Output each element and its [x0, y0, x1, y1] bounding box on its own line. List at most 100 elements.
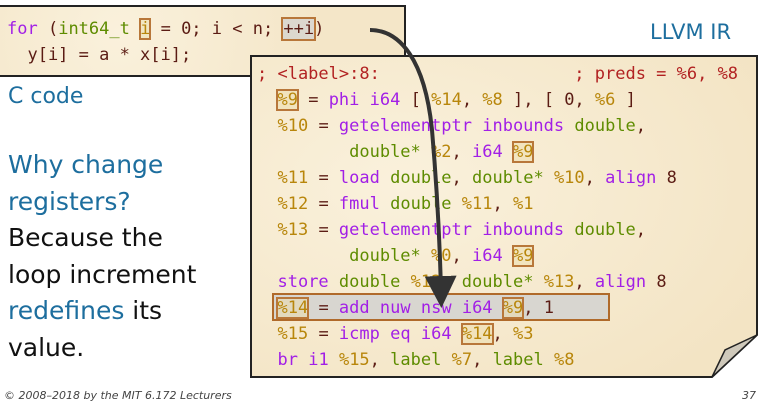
code-token: ): [314, 19, 325, 39]
code-line: %14 = add nuw nsw i64 %9, 1: [257, 295, 738, 321]
code-token: [452, 298, 462, 318]
code-token: double: [338, 272, 401, 292]
code-token: [257, 324, 277, 344]
code-token: [298, 350, 308, 370]
code-line: ; <label>:8: ; preds = %6, %8: [257, 61, 738, 87]
code-token: ,: [461, 90, 483, 110]
code-token: inbounds: [482, 220, 565, 240]
code-token: getelementptr: [338, 220, 472, 240]
highlighted-token: %9: [501, 297, 525, 319]
code-token: br: [277, 350, 298, 370]
code-token: i64: [369, 90, 401, 110]
question-line-2: registers?: [8, 186, 131, 216]
code-line: double* %0, i64 %9: [257, 243, 738, 269]
answer-line-4: value.: [8, 332, 85, 362]
code-token: [421, 142, 431, 162]
code-token: add: [338, 298, 370, 318]
code-token: ,: [451, 246, 472, 266]
code-line: br i1 %15, label %7, label %8: [257, 347, 738, 373]
code-token: =: [308, 298, 339, 318]
code-token: =: [308, 168, 339, 188]
answer-line-1: Because the: [8, 223, 163, 252]
code-token: ,: [635, 116, 647, 136]
answer-line-2: loop increment: [8, 259, 197, 289]
code-token: ; <label>:8: ; preds = %6, %8: [257, 64, 739, 84]
code-token: [257, 116, 277, 136]
code-token: [257, 168, 277, 188]
code-token: %11: [461, 194, 493, 214]
code-token: %12: [410, 272, 442, 292]
code-token: align: [594, 272, 647, 292]
code-token: nuw: [379, 298, 411, 318]
code-token: [564, 116, 574, 136]
code-token: [411, 298, 421, 318]
c-code-listing: for (int64_t i = 0; i < n; ++i) y[i] = a…: [7, 16, 324, 68]
copyright-footer: © 2008–2018 by the MIT 6.172 Lecturers: [4, 389, 232, 402]
code-token: [380, 324, 390, 344]
code-token: [411, 324, 421, 344]
code-token: =: [308, 194, 339, 214]
code-token: load: [338, 168, 380, 188]
highlighted-token: %9: [511, 141, 535, 163]
code-token: [503, 246, 513, 266]
code-token: [564, 220, 574, 240]
highlighted-token: %9: [511, 245, 535, 267]
code-token: ,: [574, 272, 595, 292]
code-line: %15 = icmp eq i64 %14, %3: [257, 321, 738, 347]
highlighted-token: %9: [276, 89, 299, 111]
code-token: (: [37, 19, 59, 39]
code-line: %10 = getelementptr inbounds double,: [257, 113, 738, 139]
code-line: %13 = getelementptr inbounds double,: [257, 217, 738, 243]
code-token: [257, 272, 277, 292]
code-token: inbounds: [482, 116, 565, 136]
code-token: ,: [584, 168, 606, 188]
code-token: icmp: [338, 324, 380, 344]
code-token: [380, 168, 390, 188]
code-token: i64: [472, 246, 503, 266]
code-token: %11: [277, 168, 309, 188]
code-token: [400, 272, 410, 292]
code-token: double: [390, 194, 452, 214]
code-token: [544, 350, 554, 370]
code-token: ,: [441, 272, 462, 292]
code-token: [452, 194, 462, 214]
code-token: [380, 194, 390, 214]
code-token: int64_t: [58, 19, 130, 39]
code-line: %12 = fmul double %11, %1: [257, 191, 738, 217]
code-token: ]: [615, 90, 636, 110]
code-token: align: [605, 168, 657, 188]
code-token: ,: [451, 142, 472, 162]
code-token: %12: [277, 194, 309, 214]
code-token: [257, 142, 349, 162]
code-token: double: [574, 116, 636, 136]
code-token: [472, 220, 482, 240]
code-token: %15: [338, 350, 370, 370]
code-token: %1: [513, 194, 534, 214]
code-token: %13: [543, 272, 575, 292]
code-token: [257, 220, 277, 240]
code-token: %8: [554, 350, 575, 370]
llvm-ir-title: LLVM IR: [650, 20, 732, 44]
c-code-box: for (int64_t i = 0; i < n; ++i) y[i] = a…: [0, 5, 406, 77]
llvm-ir-box: ; <label>:8: ; preds = %6, %8 %9 = phi i…: [250, 55, 758, 378]
code-token: [257, 194, 277, 214]
code-token: [441, 350, 451, 370]
code-token: [421, 246, 431, 266]
code-token: [: [400, 90, 432, 110]
code-line: %11 = load double, double* %10, align 8: [257, 165, 738, 191]
answer-its: its: [124, 296, 163, 325]
code-token: [329, 272, 339, 292]
code-token: store: [277, 272, 329, 292]
code-token: =: [308, 220, 339, 240]
code-token: ], [ 0,: [502, 90, 595, 110]
code-token: y[i] = a * x[i];: [7, 45, 192, 65]
question-line-1: Why change: [8, 150, 164, 179]
highlighted-token: ++i: [281, 17, 317, 41]
code-token: [257, 246, 349, 266]
page-number: 37: [742, 389, 756, 402]
highlighted-token: %14: [460, 323, 494, 345]
code-token: [493, 298, 503, 318]
code-token: double: [390, 168, 452, 188]
code-token: [257, 298, 277, 318]
code-token: ,: [492, 194, 513, 214]
